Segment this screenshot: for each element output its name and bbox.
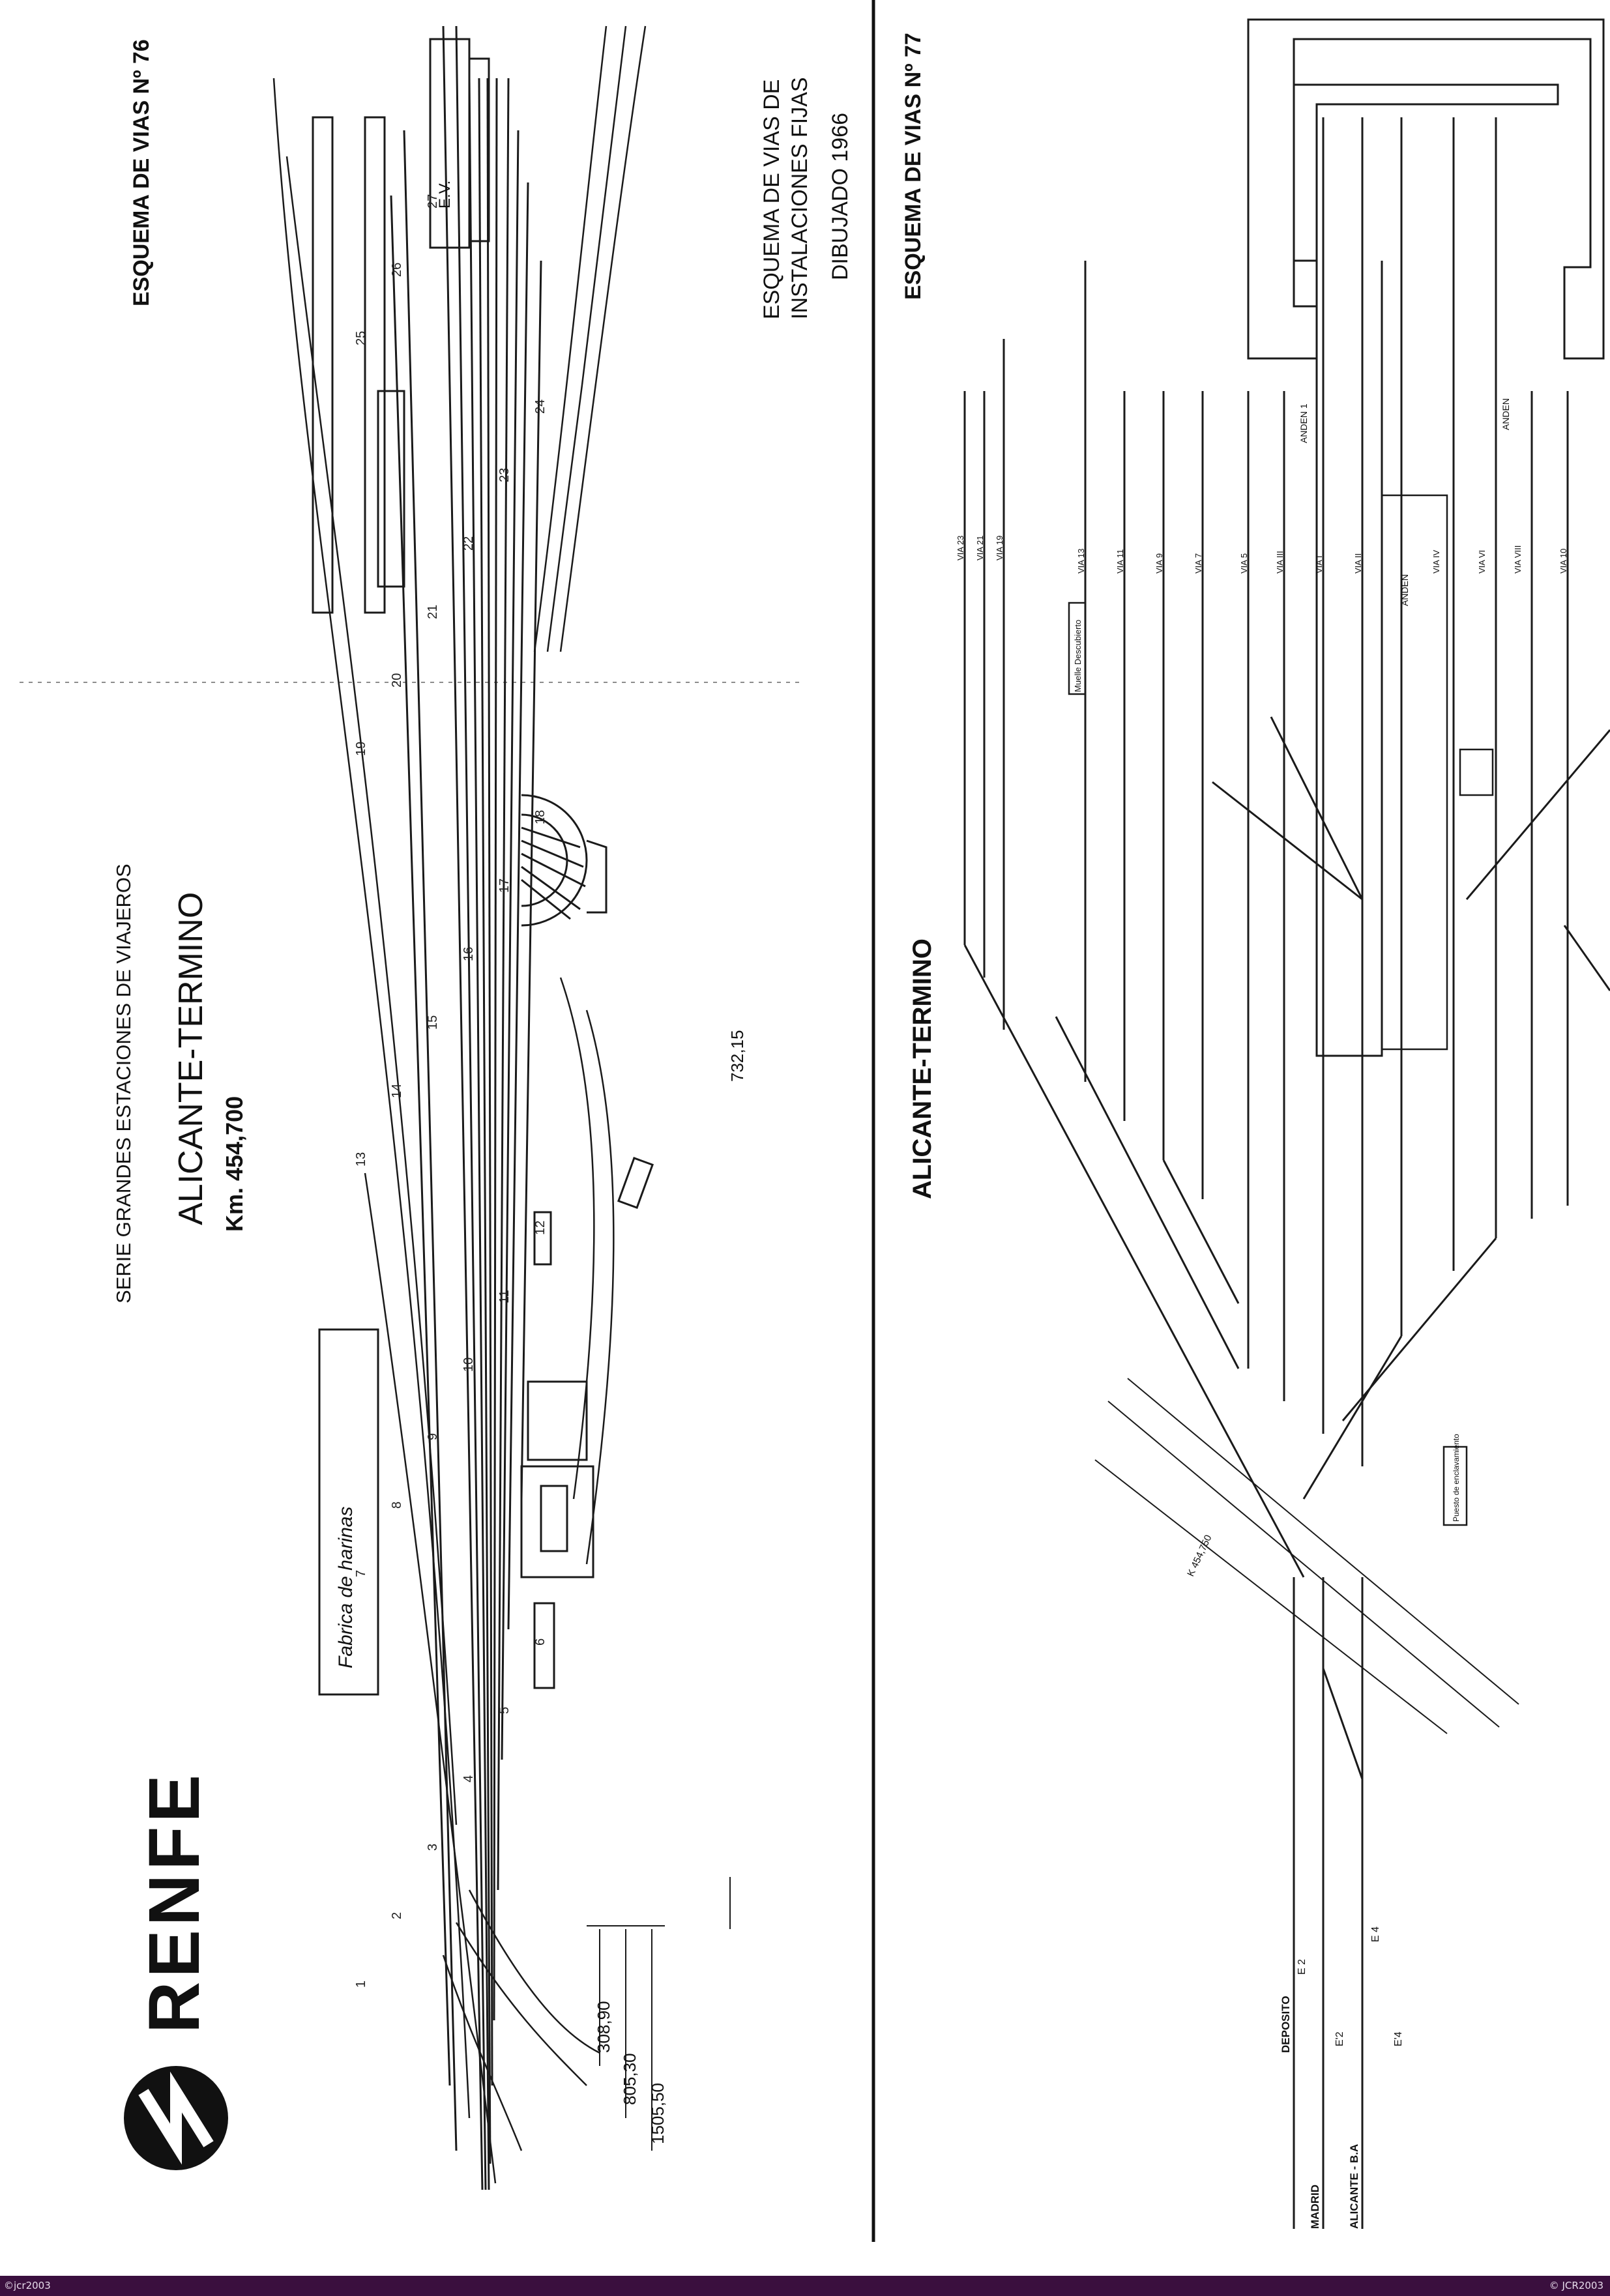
track-number-label: 4 xyxy=(461,1775,476,1782)
left-sheet-labels: ESQUEMA DE VIAS Nº 76 SERIE GRANDES ESTA… xyxy=(112,39,853,2144)
diverging-curves xyxy=(272,25,647,2184)
via-label: VIA VI xyxy=(1477,550,1487,574)
renfe-logo: RENFE xyxy=(124,1771,228,2170)
track-number-label: 1 xyxy=(354,1981,368,1988)
track-number-label: 15 xyxy=(426,1015,440,1030)
track-number-label: 21 xyxy=(426,605,440,619)
via-label: VIA I xyxy=(1314,556,1324,574)
track-number-label: 23 xyxy=(497,468,512,482)
via-label: VIA 23 xyxy=(956,536,965,560)
track-number-label: 9 xyxy=(426,1433,440,1440)
via-label: VIA 13 xyxy=(1076,549,1086,574)
via-label: VIA 11 xyxy=(1115,549,1125,574)
via-label: VIA II xyxy=(1353,553,1363,574)
footer-right-copyright: © JCR2003 xyxy=(1549,2280,1603,2291)
deposito-label: DEPOSITO xyxy=(1280,1996,1292,2053)
via-label: VIA 9 xyxy=(1154,553,1164,574)
via-label: VIA 7 xyxy=(1193,553,1203,574)
diagonal-ladder xyxy=(963,716,1610,1578)
e2-label: E 2 xyxy=(1296,1959,1308,1975)
madrid-label: MADRID xyxy=(1309,2185,1321,2229)
right-sheet xyxy=(963,18,1610,2229)
platforms xyxy=(1381,494,1494,1051)
via-label: VIA 19 xyxy=(995,536,1004,560)
muelle-box xyxy=(1068,602,1087,695)
ev-label: E.V. xyxy=(436,181,454,209)
track-number-label: 19 xyxy=(354,742,368,756)
small-structures xyxy=(520,1157,654,1689)
header-77-label: ESQUEMA DE VIAS Nº 77 xyxy=(901,33,926,300)
track-number-label: 27 xyxy=(426,194,440,209)
track-number-label: 10 xyxy=(461,1358,476,1372)
header-right-label: ESQUEMA DE VIAS Nº 76 xyxy=(129,39,154,306)
track-number-label: 22 xyxy=(461,536,476,551)
main-track-bundle xyxy=(390,25,542,2190)
puesto-box xyxy=(1442,1446,1468,1526)
roundhouse xyxy=(521,794,607,927)
muelle-label: Muelle Descubierto xyxy=(1073,620,1083,692)
dimension-1505: 1505,50 xyxy=(648,2083,667,2144)
track-number-label: 17 xyxy=(497,879,512,893)
dimension-805: 805,30 xyxy=(620,2053,639,2105)
track-number-label: 3 xyxy=(426,1844,440,1851)
via-labels: VIA 23 VIA 21 VIA 19 VIA 13 VIA 11 VIA 9… xyxy=(956,536,1568,574)
e4-label: E 4 xyxy=(1370,1926,1381,1942)
anden-label-1: ANDEN 1 xyxy=(1298,403,1309,443)
renfe-wordmark: RENFE xyxy=(134,1771,214,2033)
km-label: Km. 454,700 xyxy=(221,1096,248,1232)
puesto-label: Puesto de enclavamiento xyxy=(1452,1434,1461,1522)
track-number-label: 14 xyxy=(390,1084,404,1098)
approach-lines xyxy=(1293,1577,1364,2229)
factory-label: Fabrica de harinas xyxy=(335,1507,357,1668)
caption-line-3: DIBUJADO 1966 xyxy=(828,113,853,280)
track-number-label: 18 xyxy=(533,810,548,824)
via-label: VIA VIII xyxy=(1513,545,1523,574)
renfe-emblem xyxy=(124,2066,228,2170)
caption-line-2: INSTALACIONES FIJAS xyxy=(787,77,812,319)
km-crossing-label: K 454,750 xyxy=(1185,1533,1214,1578)
track-number-label: 24 xyxy=(533,400,548,414)
via-label: VIA 10 xyxy=(1559,549,1568,574)
dimension-308: 308,90 xyxy=(594,2001,613,2053)
factory-block xyxy=(318,1328,379,1696)
track-number-label: 16 xyxy=(461,947,476,961)
track-number-label: 5 xyxy=(497,1707,512,1714)
track-number-label: 2 xyxy=(390,1912,404,1919)
mark-732: 732,15 xyxy=(727,1030,747,1082)
terminal-building xyxy=(1247,18,1605,1057)
right-sheet-labels: ESQUEMA DE VIAS Nº 77 ALICANTE-TERMINO M… xyxy=(901,33,1511,2229)
track-number-label: 6 xyxy=(533,1638,548,1646)
e4p-label: E'4 xyxy=(1393,2031,1404,2046)
road-crossing xyxy=(1094,1378,1519,1734)
track-number-label: 12 xyxy=(533,1221,548,1235)
track-number-label: 25 xyxy=(354,331,368,345)
alicante-label: ALICANTE - B.A xyxy=(1348,2144,1360,2229)
station-title: ALICANTE-TERMINO xyxy=(172,892,210,1225)
via-label: VIA 21 xyxy=(975,536,985,560)
footer-left-copyright: ©jcr2003 xyxy=(4,2280,51,2291)
track-number-label: 26 xyxy=(390,263,404,277)
anden-label-2: ANDEN xyxy=(1399,574,1410,606)
anden-label-3: ANDEN xyxy=(1500,398,1511,430)
left-sheet xyxy=(20,25,802,2190)
track-number-label: 20 xyxy=(390,673,404,688)
platform-outlines xyxy=(312,38,490,614)
via-label: VIA III xyxy=(1275,551,1285,574)
e2p-label: E'2 xyxy=(1334,2031,1345,2046)
track-number-label: 13 xyxy=(354,1152,368,1167)
track-number-label: 11 xyxy=(497,1290,512,1303)
footer-bar: ©jcr2003 © JCR2003 xyxy=(0,2276,1610,2296)
via-label: VIA IV xyxy=(1431,550,1441,574)
via-label: VIA 5 xyxy=(1239,553,1249,574)
caption-line-1: ESQUEMA DE VIAS DE xyxy=(759,80,784,319)
track-number-label: 7 xyxy=(354,1570,368,1577)
station-title-77: ALICANTE-TERMINO xyxy=(908,938,937,1199)
station-tracks xyxy=(963,117,1569,1466)
series-label: SERIE GRANDES ESTACIONES DE VIAJEROS xyxy=(112,864,135,1303)
track-number-label: 8 xyxy=(390,1502,404,1509)
dimension-lines xyxy=(587,1877,731,2151)
